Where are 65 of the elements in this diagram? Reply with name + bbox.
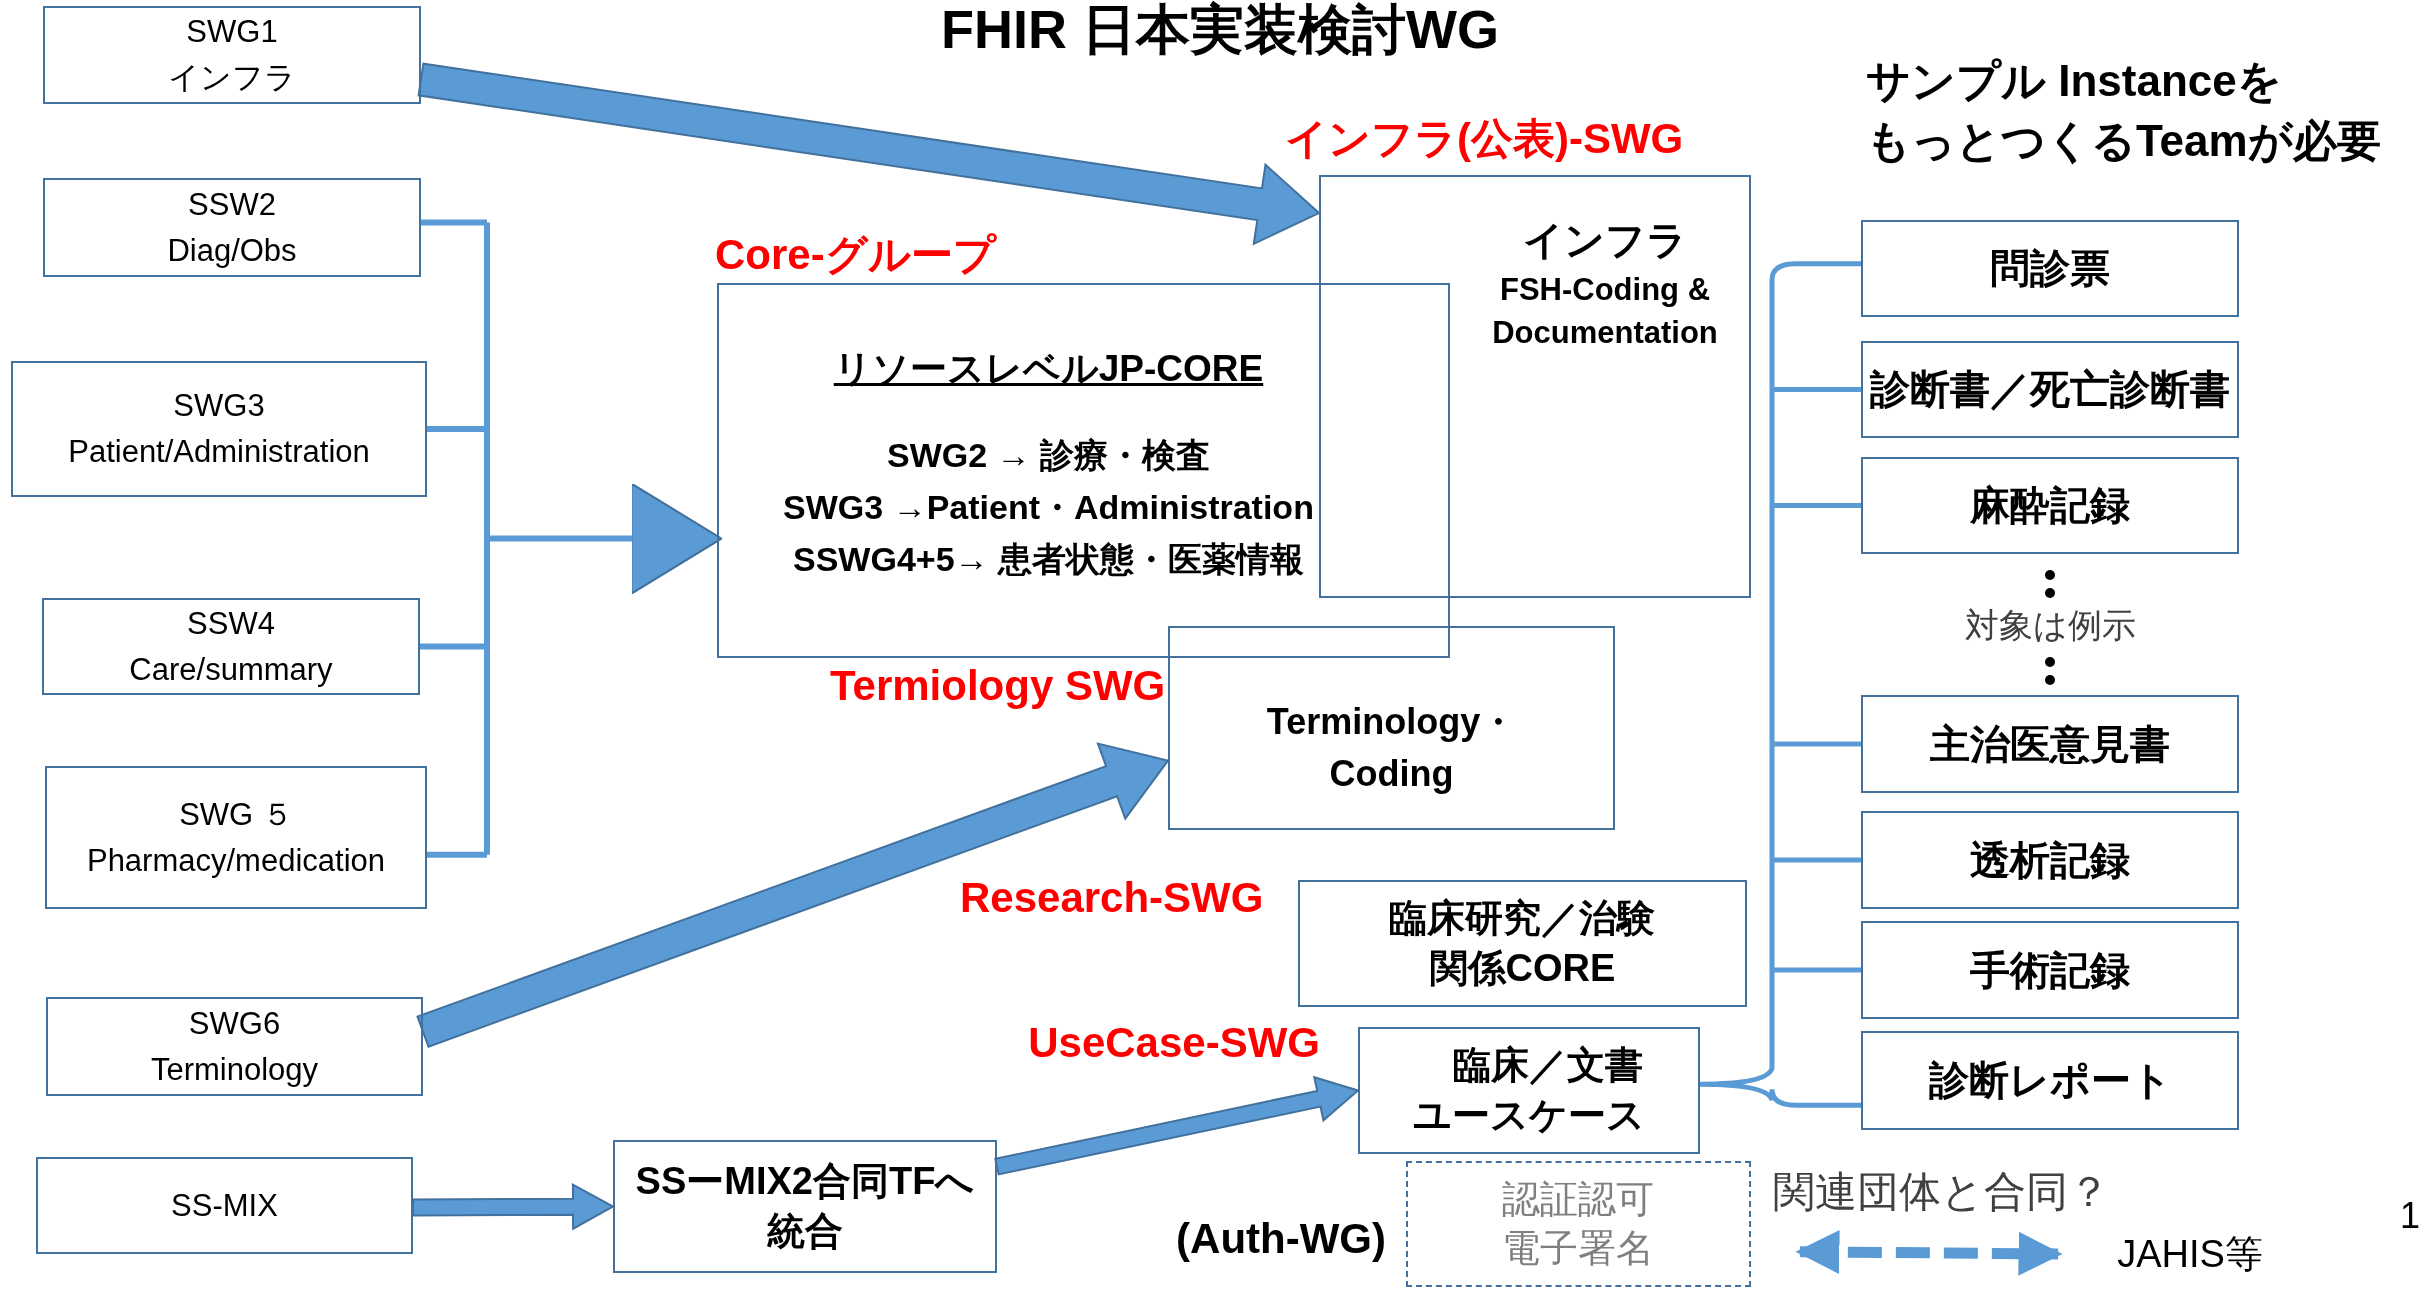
organization-label: JAHIS等 <box>2100 1226 2280 1282</box>
bracket-line <box>1697 261 1864 1108</box>
process-box <box>1861 457 2239 554</box>
box-label: SWG3 <box>173 387 265 425</box>
arrow <box>1795 1230 2063 1276</box>
box-label: インフラ <box>1522 217 1688 264</box>
block-arrow <box>994 1075 1361 1176</box>
group-heading: Core-グループ <box>715 230 998 280</box>
box-label: 臨床／文書ユースケース <box>1412 1043 1646 1138</box>
box-label: Pharmacy/medication <box>86 841 386 880</box>
block-arrow <box>416 742 1170 1048</box>
box-label: Terminology <box>150 1050 319 1089</box>
box-label: 診断書／死亡診断書 <box>1870 366 2230 413</box>
process-box <box>1861 341 2239 438</box>
process-box <box>43 178 421 277</box>
process-box <box>36 1157 413 1254</box>
box-label: 認証認可電子署名 <box>1501 1176 1656 1271</box>
box-label: リソースレベルJP-CORE <box>833 347 1264 391</box>
box-label: SWG ５ <box>179 795 293 834</box>
note-text: もっとつくるTeamが必要 <box>1866 115 2382 167</box>
bracket-arrow <box>417 219 723 858</box>
box-label: Patient/Administration <box>68 433 370 471</box>
box-label: 麻酔記録 <box>1970 482 2130 529</box>
box-label: 問診票 <box>1990 245 2110 292</box>
process-box <box>42 598 420 695</box>
process-box <box>1861 220 2239 317</box>
process-box <box>1861 921 2239 1019</box>
box-label: SWG1 <box>186 13 278 51</box>
box-label: SSW2 <box>188 185 276 224</box>
box-label: Care/summary <box>129 650 333 689</box>
box-label: SSWG4+5→ 患者状態・医薬情報 <box>793 539 1304 580</box>
note-text: サンプル Instanceを <box>1866 55 2283 107</box>
box-label: SSW4 <box>187 604 275 643</box>
group-heading: Research-SWG <box>960 874 1260 922</box>
box-label: 臨床研究／治験関係CORE <box>1388 896 1657 991</box>
box-label: インフラ <box>168 59 296 97</box>
box-label: 主治医意見書 <box>1930 720 2170 768</box>
box-label: 透析記録 <box>1970 836 2130 884</box>
box-label: SWG6 <box>188 1004 281 1043</box>
page-number: 1 <box>2398 1195 2420 1237</box>
box-label: 診断レポート <box>1928 1057 2172 1104</box>
box-label: Terminology・ Coding <box>1265 699 1518 796</box>
box-label: SSーMIX2合同TFへ統合 <box>634 1159 976 1254</box>
box-label: FSH-Coding & Documentation <box>1491 271 1719 353</box>
box-label: SWG3 →Patient・Administration <box>783 487 1314 528</box>
process-box <box>1861 695 2239 793</box>
group-heading: UseCase-SWG <box>1027 1019 1320 1067</box>
note-text: 対象は例示 <box>1963 605 2137 646</box>
title: FHIR 日本実装検討WG <box>940 0 1500 61</box>
group-heading: インフラ(公表)-SWG <box>1285 114 1685 164</box>
process-box <box>46 997 423 1096</box>
note-text: 関連団体と合同？ <box>1773 1167 2111 1217</box>
box-label: 手術記録 <box>1970 946 2130 994</box>
block-arrow <box>417 62 1321 246</box>
process-box <box>613 1140 997 1273</box>
box-label: SS-MIX <box>171 1186 278 1225</box>
process-box <box>45 766 427 909</box>
process-box <box>1861 811 2239 909</box>
box-label: SWG2 → 診療・検査 <box>887 435 1210 476</box>
block-arrow <box>412 1183 616 1231</box>
box-label: Diag/Obs <box>167 231 297 270</box>
process-box <box>11 361 427 497</box>
group-heading: (Auth-WG) <box>1175 1215 1386 1263</box>
process-box <box>43 6 421 104</box>
process-box <box>1861 1031 2239 1130</box>
